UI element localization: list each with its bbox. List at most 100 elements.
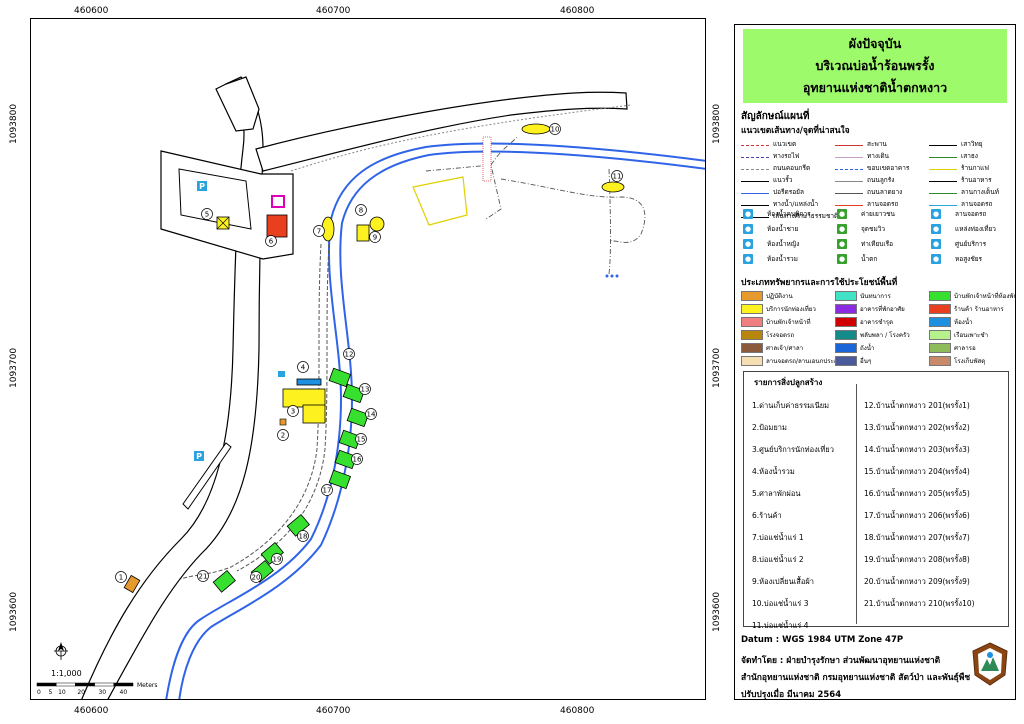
coord-top-1: 460600 [74,6,109,16]
site-number-circle [611,170,623,182]
site-number-label: 6 [269,238,274,246]
site-number-circle [277,429,289,441]
house-14 [346,407,370,428]
landuse-swatch [929,317,951,327]
landuse-legend-item: ศาลเจ้า/ศาลา [741,343,803,353]
landuse-legend-item: ลานจอดรถ/ลานเอนกประสงค์ [741,356,845,366]
coord-bottom-2: 460700 [316,706,351,716]
icon-legend-item: ●น้ำตก [837,254,877,264]
landuse-label: อื่นๆ [860,358,872,365]
site-number-circle [115,571,127,583]
site-number-circle [201,208,213,220]
site-number-circle [321,484,333,496]
site-number-label: 21 [199,573,208,581]
site-number-circle [287,405,299,417]
line-legend-label: ลานจอดรถ [867,200,899,208]
landuse-swatch [835,317,857,327]
landuse-legend-item: บ้านพักเจ้าหน้าที่ห้องพักแรม [929,291,1015,301]
facility-icon: ● [931,239,941,249]
landuse-swatch [929,356,951,366]
icon-legend-label: ห้องน้ำหญิง [767,240,800,248]
coord-left-2: 1093700 [9,347,19,388]
line-symbol [929,205,957,209]
line-legend-label: ลานจอดรถ [961,200,993,208]
title-line-3: อุทยานแห่งชาติน้ำตกหงาว [802,80,948,95]
site-number-circle [271,553,283,565]
line-legend-label: บ่อรีดรอยัล [773,188,804,196]
landuse-label: โรงเก็บพัสดุ [954,358,986,365]
landuse-legend-item: อาคารชำรุด [835,317,893,327]
line-symbol [835,145,863,149]
site-number-circle [297,530,309,542]
landuse-label: นันทนาการ [860,293,891,300]
scale-tick-label: 40 [120,689,128,696]
legend-panel: ผังปัจจุบัน บริเวณบ่อน้ำร้อนพรรั้ง อุทยา… [734,24,1016,700]
location-item: 4.ห้องน้ำรวม [752,467,795,476]
visitor-center [282,388,326,408]
site-number-label: 9 [373,234,377,242]
facility-icon: ● [837,224,847,234]
site-number-circle [313,225,325,237]
site-number-circle [365,408,377,420]
line-legend-item: ร้านกาแฟ [929,163,989,173]
line-legend-label: เส้นทางศึกษาธรรมชาติ [773,212,839,220]
location-list-title: รายการสิ่งปลูกสร้าง [754,378,823,387]
scale-tick-label: 10 [58,689,66,696]
landuse-legend-item: เรือนเพาะชำ [929,330,988,340]
landuse-swatch [929,304,951,314]
location-item: 12.บ้านน้ำตกหงาว 201(พรรั้ง1) [864,401,970,410]
location-item: 21.บ้านน้ำตกหงาว 210(พรรั้ง10) [864,599,975,608]
waterfall-dot [615,274,619,278]
landuse-legend-item: โรงจอดรถ [741,330,794,340]
line-legend-label: แนวรั้ว [773,176,793,184]
location-item: 5.ศาลาพักผ่อน [752,489,801,498]
line-symbol [929,193,957,197]
coord-left-1: 1093800 [9,103,19,144]
walkway [236,243,330,572]
icon-legend-label: หอสูงชัยร [955,255,983,263]
site-number-circle [369,231,381,243]
line-legend-label: สะพาน [867,140,887,148]
shop-building [266,214,288,238]
site-number-label: 15 [357,436,366,444]
site-number-circle [197,570,209,582]
landuse-label: อาคารชำรุด [860,319,894,326]
scale-segment [55,682,76,687]
facility-icon: ● [837,254,847,264]
icon-legend-label: ห้องน้ำชาย [767,225,799,233]
location-item: 18.บ้านน้ำตกหงาว 207(พรรั้ง7) [864,533,970,542]
location-item: 15.บ้านน้ำตกหงาว 204(พรรั้ง4) [864,467,970,476]
location-item: 10.บ่อแช่น้ำแร่ 3 [752,599,809,608]
landuse-label: พลับพลา / โรงครัว [860,332,910,339]
landuse-swatch [835,330,857,340]
line-legend-label: เสาวิทยุ [961,140,983,148]
landuse-swatch [929,343,951,353]
landuse-swatch [741,330,763,340]
landuse-legend-item: นันทนาการ [835,291,891,301]
landuse-swatch [741,291,763,301]
icon-legend-item: ●ค่ายเยาวชน [837,209,895,219]
main-road [81,76,264,699]
title-line-1: ผังปัจจุบัน [848,36,902,51]
icon-legend-item: ●ท่าเทียบเรือ [837,239,893,249]
icon-legend-item: ●แหล่งท่องเที่ยว [931,224,996,234]
icon-legend-item: ●ห้องน้ำชาย [743,224,798,234]
landuse-label: ถังน้ำ [860,345,875,352]
site-number-label: 18 [299,533,308,541]
landuse-swatch [835,304,857,314]
line-legend-item: ลานจอดรถ [929,199,992,209]
line-legend-item: เสาธง [929,151,978,161]
landuse-label: ศาลเจ้า/ศาลา [766,345,804,352]
line-symbol [741,169,769,173]
site-number-circle [250,571,262,583]
location-item: 20.บ้านน้ำตกหงาว 209(พรรั้ง9) [864,577,970,586]
restroom-building [296,378,322,386]
site-number-label: 3 [291,408,295,416]
line-legend-item: แนวรั้ว [741,175,792,185]
location-item: 13.บ้านน้ำตกหงาว 202(พรรั้ง2) [864,423,970,432]
site-number-circle [355,433,367,445]
datum-text: Datum : WGS 1984 UTM Zone 47P [741,635,904,645]
mineral-pool-4 [601,181,625,193]
